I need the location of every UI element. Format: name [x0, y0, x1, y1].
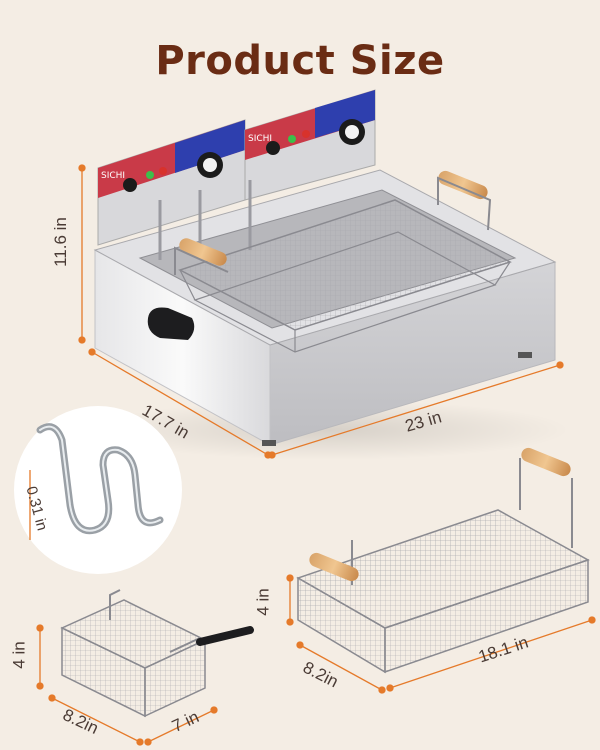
fryer-dimension-lines	[78, 164, 564, 459]
large-basket	[296, 447, 590, 674]
brand-label-right: SICHI	[248, 134, 272, 144]
deep-fryer: SICHI SICHI	[90, 89, 570, 460]
large-basket-height-label: 4 in	[253, 588, 273, 616]
small-basket-height-label: 4 in	[9, 641, 29, 669]
brand-label-left: SICHI	[101, 171, 125, 181]
heating-element-detail	[14, 406, 182, 574]
small-basket	[60, 589, 254, 718]
small-basket-dimension-lines	[36, 624, 218, 746]
large-basket-dimension-lines	[286, 574, 596, 694]
page-title: Product Size	[155, 38, 445, 84]
fryer-height-label: 11.6 in	[50, 217, 70, 267]
